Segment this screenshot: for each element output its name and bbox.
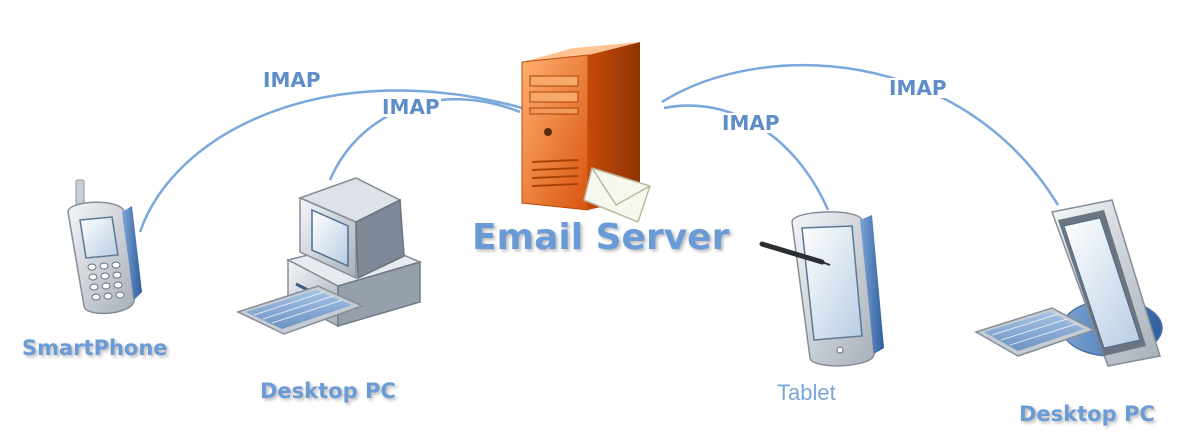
tablet-icon [759,211,884,367]
desktop-pc-right-icon [974,199,1163,367]
stylus-icon [759,241,831,266]
connection-line-smartphone [138,89,523,233]
desktop-pc-left-icon [235,177,423,335]
keypad [87,261,125,301]
desktop-pc-right-label: Desktop PC [1019,402,1155,426]
smartphone-icon [67,179,142,315]
imap-label-desktop-left: IMAP [380,95,442,119]
desktop-pc-left-label: Desktop PC [260,379,396,403]
imap-label-smartphone: IMAP [261,68,323,92]
email-server-label: Email Server [472,217,730,258]
envelope-icon [583,167,651,223]
tablet-label: Tablet [777,380,836,405]
imap-label-tablet: IMAP [720,111,782,135]
connection-line-desktop-right [661,64,1060,206]
server-icon [521,42,640,211]
smartphone-label: SmartPhone [22,336,168,360]
imap-label-desktop-right: IMAP [887,76,949,100]
